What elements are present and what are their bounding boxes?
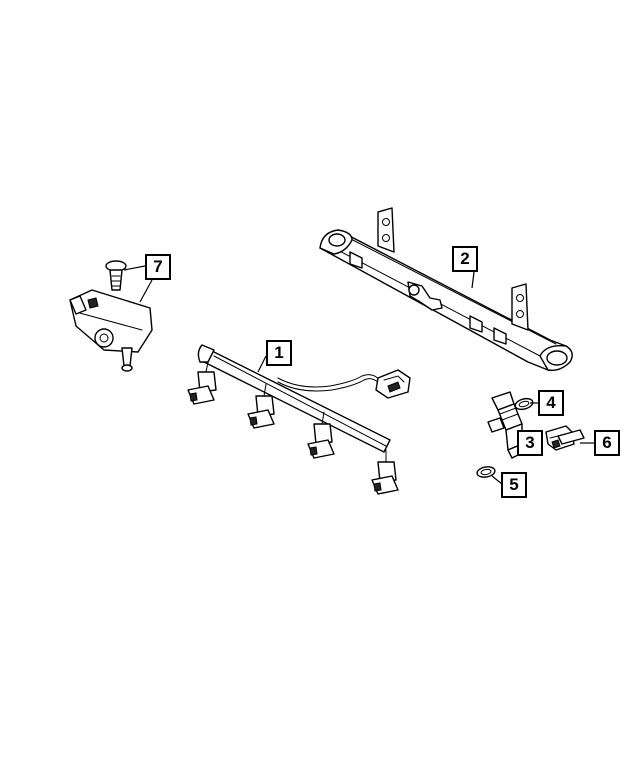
callout-4[interactable]: 4	[538, 390, 564, 416]
lower-o-ring[interactable]	[476, 466, 496, 479]
fuel-rail[interactable]	[319, 207, 573, 372]
fuel-injector[interactable]	[487, 391, 523, 459]
injector-wiring-harness[interactable]	[187, 344, 411, 495]
leader-5	[491, 475, 503, 485]
callout-1[interactable]: 1	[266, 340, 292, 366]
leader-2	[471, 271, 475, 289]
retainer-clip[interactable]	[545, 425, 585, 451]
leader-7-bolt	[123, 265, 146, 271]
callout-3[interactable]: 3	[517, 430, 543, 456]
leader-lines	[123, 265, 594, 485]
manifold-pressure-sensor[interactable]	[69, 289, 153, 372]
sensor-bolt[interactable]	[105, 260, 127, 291]
leader-1	[257, 355, 267, 373]
callout-7[interactable]: 7	[145, 254, 171, 280]
callout-5[interactable]: 5	[501, 472, 527, 498]
leader-7-sensor	[139, 279, 153, 303]
callout-6[interactable]: 6	[594, 430, 620, 456]
upper-o-ring[interactable]	[514, 397, 534, 411]
callout-2[interactable]: 2	[452, 246, 478, 272]
